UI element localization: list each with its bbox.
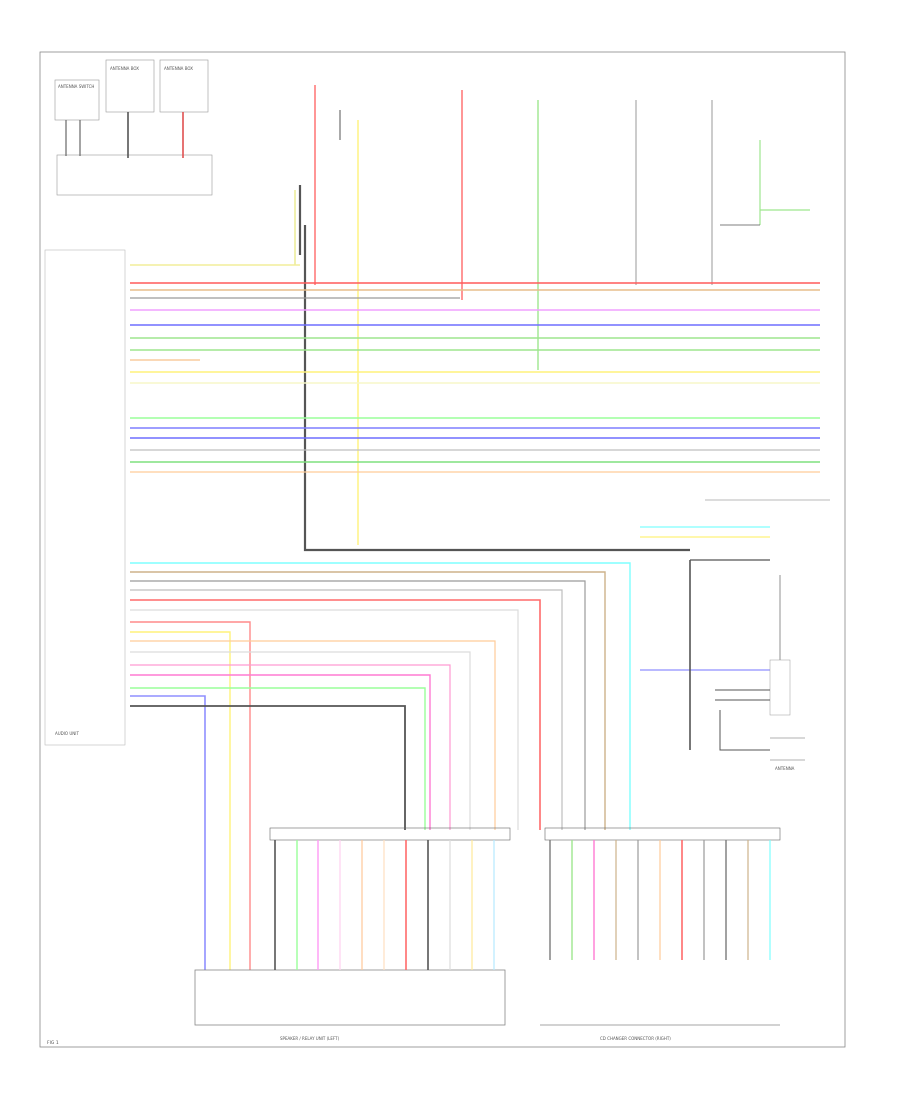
antenna-box-left bbox=[105, 59, 155, 113]
bottom-left-connector bbox=[269, 827, 511, 841]
antenna-label: ANTENNA bbox=[775, 766, 795, 771]
harness-bus bbox=[130, 264, 820, 473]
bottom-left-box bbox=[194, 969, 506, 1026]
bottom-right-harness bbox=[549, 840, 771, 960]
bottom-right-box-label: CD CHANGER CONNECTOR (RIGHT) bbox=[600, 1036, 671, 1041]
antenna-switch-label: ANTENNA SWITCH bbox=[58, 84, 94, 89]
bottom-right-connector bbox=[544, 827, 781, 841]
antenna-box-right bbox=[159, 59, 209, 113]
antenna-switch-lower bbox=[56, 154, 213, 196]
page-id-label: FIG 1 bbox=[47, 1040, 59, 1046]
bottom-left-harness bbox=[274, 840, 495, 970]
diagram-border bbox=[39, 51, 846, 1048]
antenna-box-left-label: ANTENNA BOX bbox=[110, 66, 139, 71]
antenna-box-right-label: ANTENNA BOX bbox=[164, 66, 193, 71]
bottom-left-box-label: SPEAKER / RELAY UNIT (LEFT) bbox=[280, 1036, 340, 1041]
lower-bus bbox=[130, 562, 631, 970]
audio-unit bbox=[44, 249, 126, 746]
audio-unit-label: AUDIO UNIT bbox=[55, 731, 79, 736]
antenna-switch bbox=[54, 79, 100, 121]
